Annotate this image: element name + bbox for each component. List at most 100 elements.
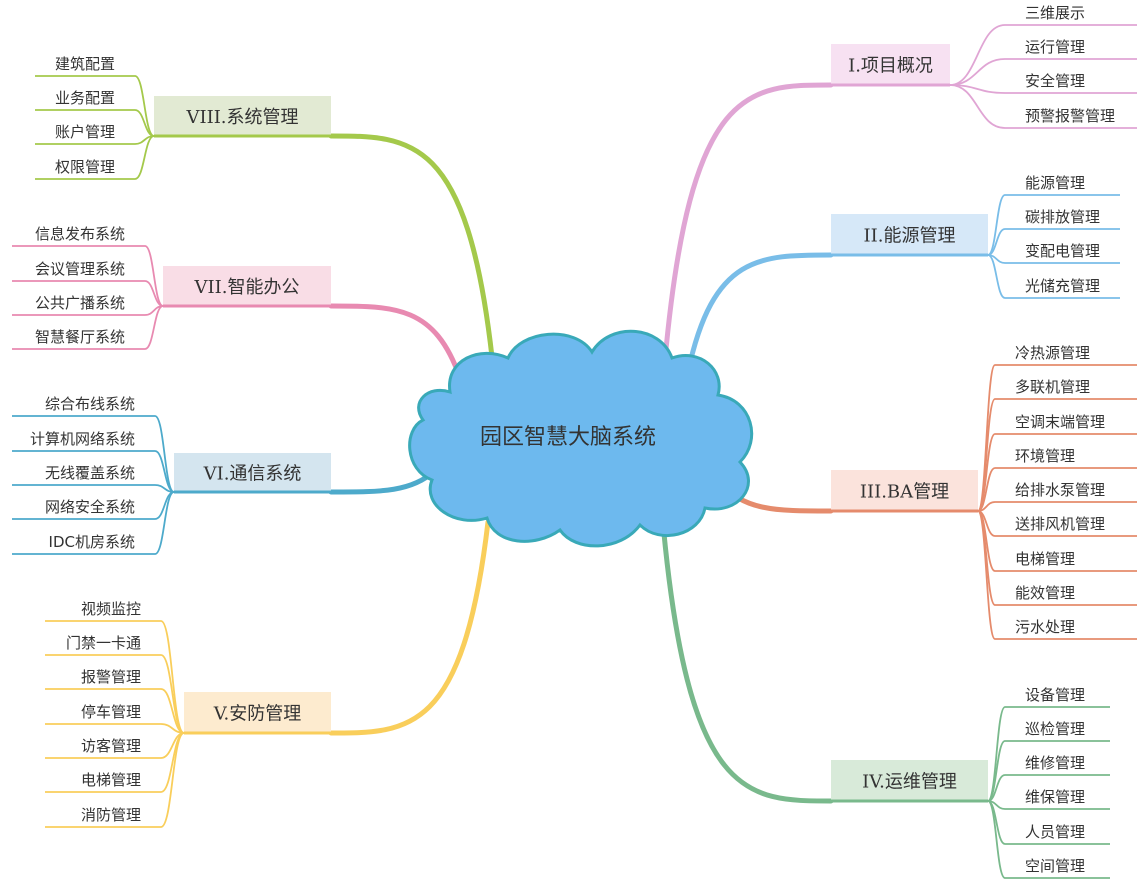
branch-label: IV.运维管理 (862, 772, 957, 793)
leaf-connector (160, 620, 185, 734)
trunk-connector (685, 252, 834, 375)
leaf-node[interactable]: 公共广播系统 (12, 294, 164, 316)
leaf-node[interactable]: 门禁一卡通 (45, 634, 185, 734)
leaf-connector (154, 450, 175, 493)
leaf-node[interactable]: 维保管理 (987, 788, 1110, 810)
leaf-label: 运行管理 (1025, 38, 1085, 56)
leaf-connector (949, 58, 1006, 86)
leaf-node[interactable]: 给排水泵管理 (977, 481, 1137, 512)
branch-layer: I.项目概况三维展示运行管理安全管理预警报警管理II.能源管理能源管理碳排放管理… (12, 4, 1137, 879)
leaf-node[interactable]: 综合布线系统 (12, 395, 175, 493)
leaf-label: 环境管理 (1015, 447, 1075, 465)
leaf-label: 无线覆盖系统 (45, 464, 135, 482)
leaf-label: 多联机管理 (1015, 378, 1090, 396)
leaf-label: 智慧餐厅系统 (35, 328, 125, 346)
leaf-connector (134, 135, 155, 180)
leaf-node[interactable]: 建筑配置 (35, 55, 155, 137)
leaf-label: 报警管理 (81, 668, 141, 686)
branch-box (831, 214, 988, 255)
leaf-node[interactable]: 消防管理 (45, 732, 185, 828)
leaf-label: 计算机网络系统 (30, 430, 135, 448)
leaf-connector (160, 654, 185, 734)
leaf-node[interactable]: 权限管理 (35, 135, 155, 180)
leaf-node[interactable]: 能源管理 (987, 174, 1120, 256)
leaf-label: 维修管理 (1025, 754, 1085, 772)
leaf-label: 账户管理 (55, 123, 115, 141)
leaf-connector (134, 75, 155, 137)
branch-b3[interactable]: III.BA管理冷热源管理多联机管理空调末端管理环境管理给排水泵管理送排风机管理… (831, 344, 1137, 640)
leaf-label: 冷热源管理 (1015, 344, 1090, 362)
leaf-node[interactable]: 变配电管理 (987, 242, 1120, 264)
leaf-node[interactable]: 设备管理 (987, 686, 1110, 802)
leaf-label: 电梯管理 (1015, 550, 1075, 568)
leaf-label: 安全管理 (1025, 72, 1085, 90)
leaf-label: 电梯管理 (81, 771, 141, 789)
leaf-node[interactable]: 污水处理 (977, 510, 1137, 640)
leaf-label: 信息发布系统 (35, 225, 125, 243)
leaf-node[interactable]: 维修管理 (987, 754, 1110, 802)
leaf-label: 送排风机管理 (1015, 515, 1105, 533)
leaf-node[interactable]: 报警管理 (45, 668, 185, 734)
central-node-label: 园区智慧大脑系统 (480, 425, 656, 450)
leaf-label: 设备管理 (1025, 686, 1085, 704)
branch-label: V.安防管理 (213, 704, 302, 725)
leaf-label: 人员管理 (1025, 823, 1085, 841)
branch-box (174, 453, 331, 492)
leaf-node[interactable]: 业务配置 (35, 89, 155, 137)
trunk-connector (662, 82, 834, 363)
leaf-connector (977, 467, 996, 512)
leaf-label: 污水处理 (1015, 618, 1075, 636)
branch-label: VII.智能办公 (194, 277, 300, 298)
leaf-connector (160, 732, 185, 828)
leaf-node[interactable]: 空间管理 (987, 800, 1110, 879)
leaf-node[interactable]: 三维展示 (949, 4, 1137, 86)
leaf-node[interactable]: 信息发布系统 (12, 225, 164, 307)
branch-box (831, 470, 978, 511)
branch-box (184, 692, 331, 733)
leaf-node[interactable]: 网络安全系统 (12, 491, 175, 520)
leaf-node[interactable]: 人员管理 (987, 800, 1110, 845)
leaf-node[interactable]: 智慧餐厅系统 (12, 305, 164, 350)
leaf-node[interactable]: 运行管理 (949, 38, 1137, 86)
leaf-node[interactable]: 计算机网络系统 (12, 430, 175, 493)
leaf-label: 维保管理 (1025, 788, 1085, 806)
leaf-connector (134, 109, 155, 137)
leaf-node[interactable]: 巡检管理 (987, 720, 1110, 802)
leaf-node[interactable]: 光储充管理 (987, 254, 1120, 299)
leaf-connector (144, 280, 164, 307)
leaf-label: 给排水泵管理 (1015, 481, 1105, 499)
branch-box (831, 760, 988, 801)
central-node[interactable]: 园区智慧大脑系统 (408, 329, 754, 548)
leaf-node[interactable]: 环境管理 (977, 447, 1137, 512)
trunk-connector (328, 519, 491, 736)
leaf-label: 网络安全系统 (45, 498, 135, 516)
leaf-label: 访客管理 (81, 737, 141, 755)
leaf-node[interactable]: IDC机房系统 (12, 491, 175, 555)
leaf-node[interactable]: 访客管理 (45, 732, 185, 759)
leaf-connector (987, 254, 1006, 299)
leaf-node[interactable]: 送排风机管理 (977, 510, 1137, 537)
trunk-connector (328, 303, 463, 381)
cloud-shape (408, 329, 754, 548)
leaf-label: 能源管理 (1025, 174, 1085, 192)
leaf-connector (949, 24, 1006, 86)
leaf-node[interactable]: 安全管理 (949, 72, 1137, 94)
leaf-node[interactable]: 会议管理系统 (12, 260, 164, 307)
leaf-node[interactable]: 预警报警管理 (949, 84, 1137, 129)
leaf-connector (160, 688, 185, 734)
leaf-label: 巡检管理 (1025, 720, 1085, 738)
leaf-node[interactable]: 停车管理 (45, 703, 185, 734)
leaf-node[interactable]: 碳排放管理 (987, 208, 1120, 256)
leaf-node[interactable]: 账户管理 (35, 123, 155, 145)
leaf-label: 门禁一卡通 (66, 634, 141, 652)
leaf-node[interactable]: 无线覆盖系统 (12, 464, 175, 493)
leaf-label: 权限管理 (55, 158, 115, 176)
leaf-connector (154, 491, 175, 555)
